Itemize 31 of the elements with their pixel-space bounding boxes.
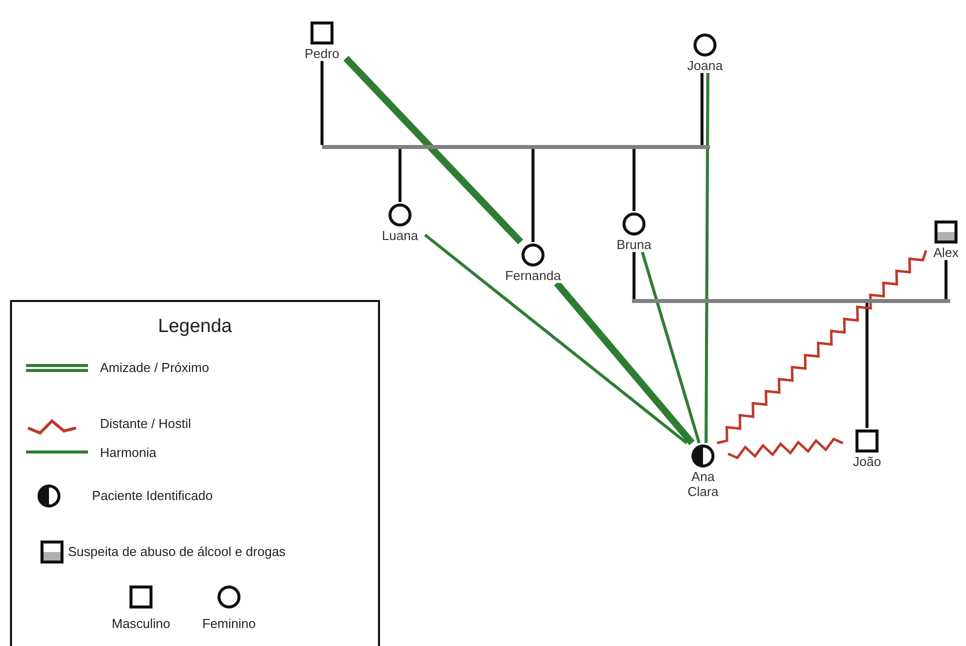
- legend-text: Paciente Identificado: [92, 488, 213, 503]
- connector-line: [704, 73, 710, 443]
- double-line: [554, 280, 695, 446]
- person-name: Pedro: [304, 46, 340, 61]
- person-name: Luana: [382, 228, 418, 243]
- family-line: [320, 61, 324, 145]
- person-name: João: [852, 454, 882, 469]
- connector-line: [640, 252, 701, 444]
- node-label: Ana Clara: [687, 469, 719, 499]
- legend-text: Masculino: [111, 616, 171, 631]
- legend-text: Distante / Hostil: [100, 416, 192, 431]
- family-line: [700, 73, 704, 145]
- family-line: [632, 252, 636, 299]
- legend-text: Suspeita de abuso de álcool e drogas: [68, 544, 286, 559]
- family-line: [632, 149, 636, 211]
- person-name: Bruna: [616, 237, 652, 252]
- person-name: Alex: [933, 245, 959, 260]
- family-line: [866, 303, 868, 428]
- person-name: Fernanda: [505, 268, 561, 283]
- connector-line: [424, 234, 688, 444]
- zigzag-line: [716, 250, 928, 444]
- legend-text: Harmonia: [100, 445, 156, 460]
- legend-text: Feminino: [201, 616, 257, 631]
- family-line: [398, 149, 402, 202]
- person-name: Joana: [687, 58, 723, 73]
- family-line: [532, 149, 534, 242]
- double-line: [343, 56, 524, 244]
- family-line: [944, 260, 948, 299]
- legend-text: Amizade / Próximo: [100, 360, 210, 375]
- legend-title: Legenda: [157, 316, 233, 338]
- zigzag-line: [727, 437, 844, 460]
